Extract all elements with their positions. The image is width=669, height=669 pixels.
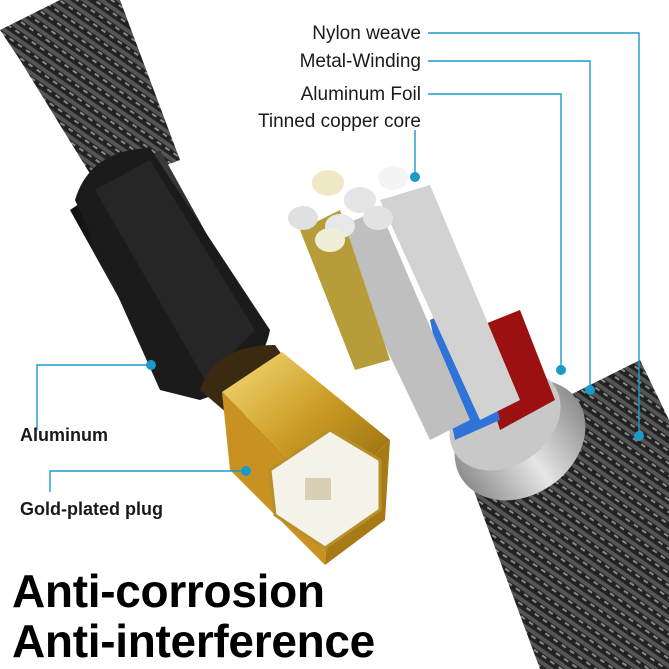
label-aluminum-foil: Aluminum Foil [300,84,421,105]
headline-anti-interference: Anti-interference [12,615,375,667]
headline-anti-corrosion: Anti-corrosion [12,565,325,617]
right-cable [288,166,669,669]
callout-lines [36,32,640,492]
label-gold-plated-plug: Gold-plated plug [20,499,163,519]
label-aluminum: Aluminum [20,425,108,445]
left-cable [0,0,390,565]
label-nylon-weave: Nylon weave [312,23,421,44]
label-tinned-copper-core: Tinned copper core [257,111,421,132]
label-metal-winding: Metal-Winding [299,51,421,72]
callout-dots [146,172,644,476]
